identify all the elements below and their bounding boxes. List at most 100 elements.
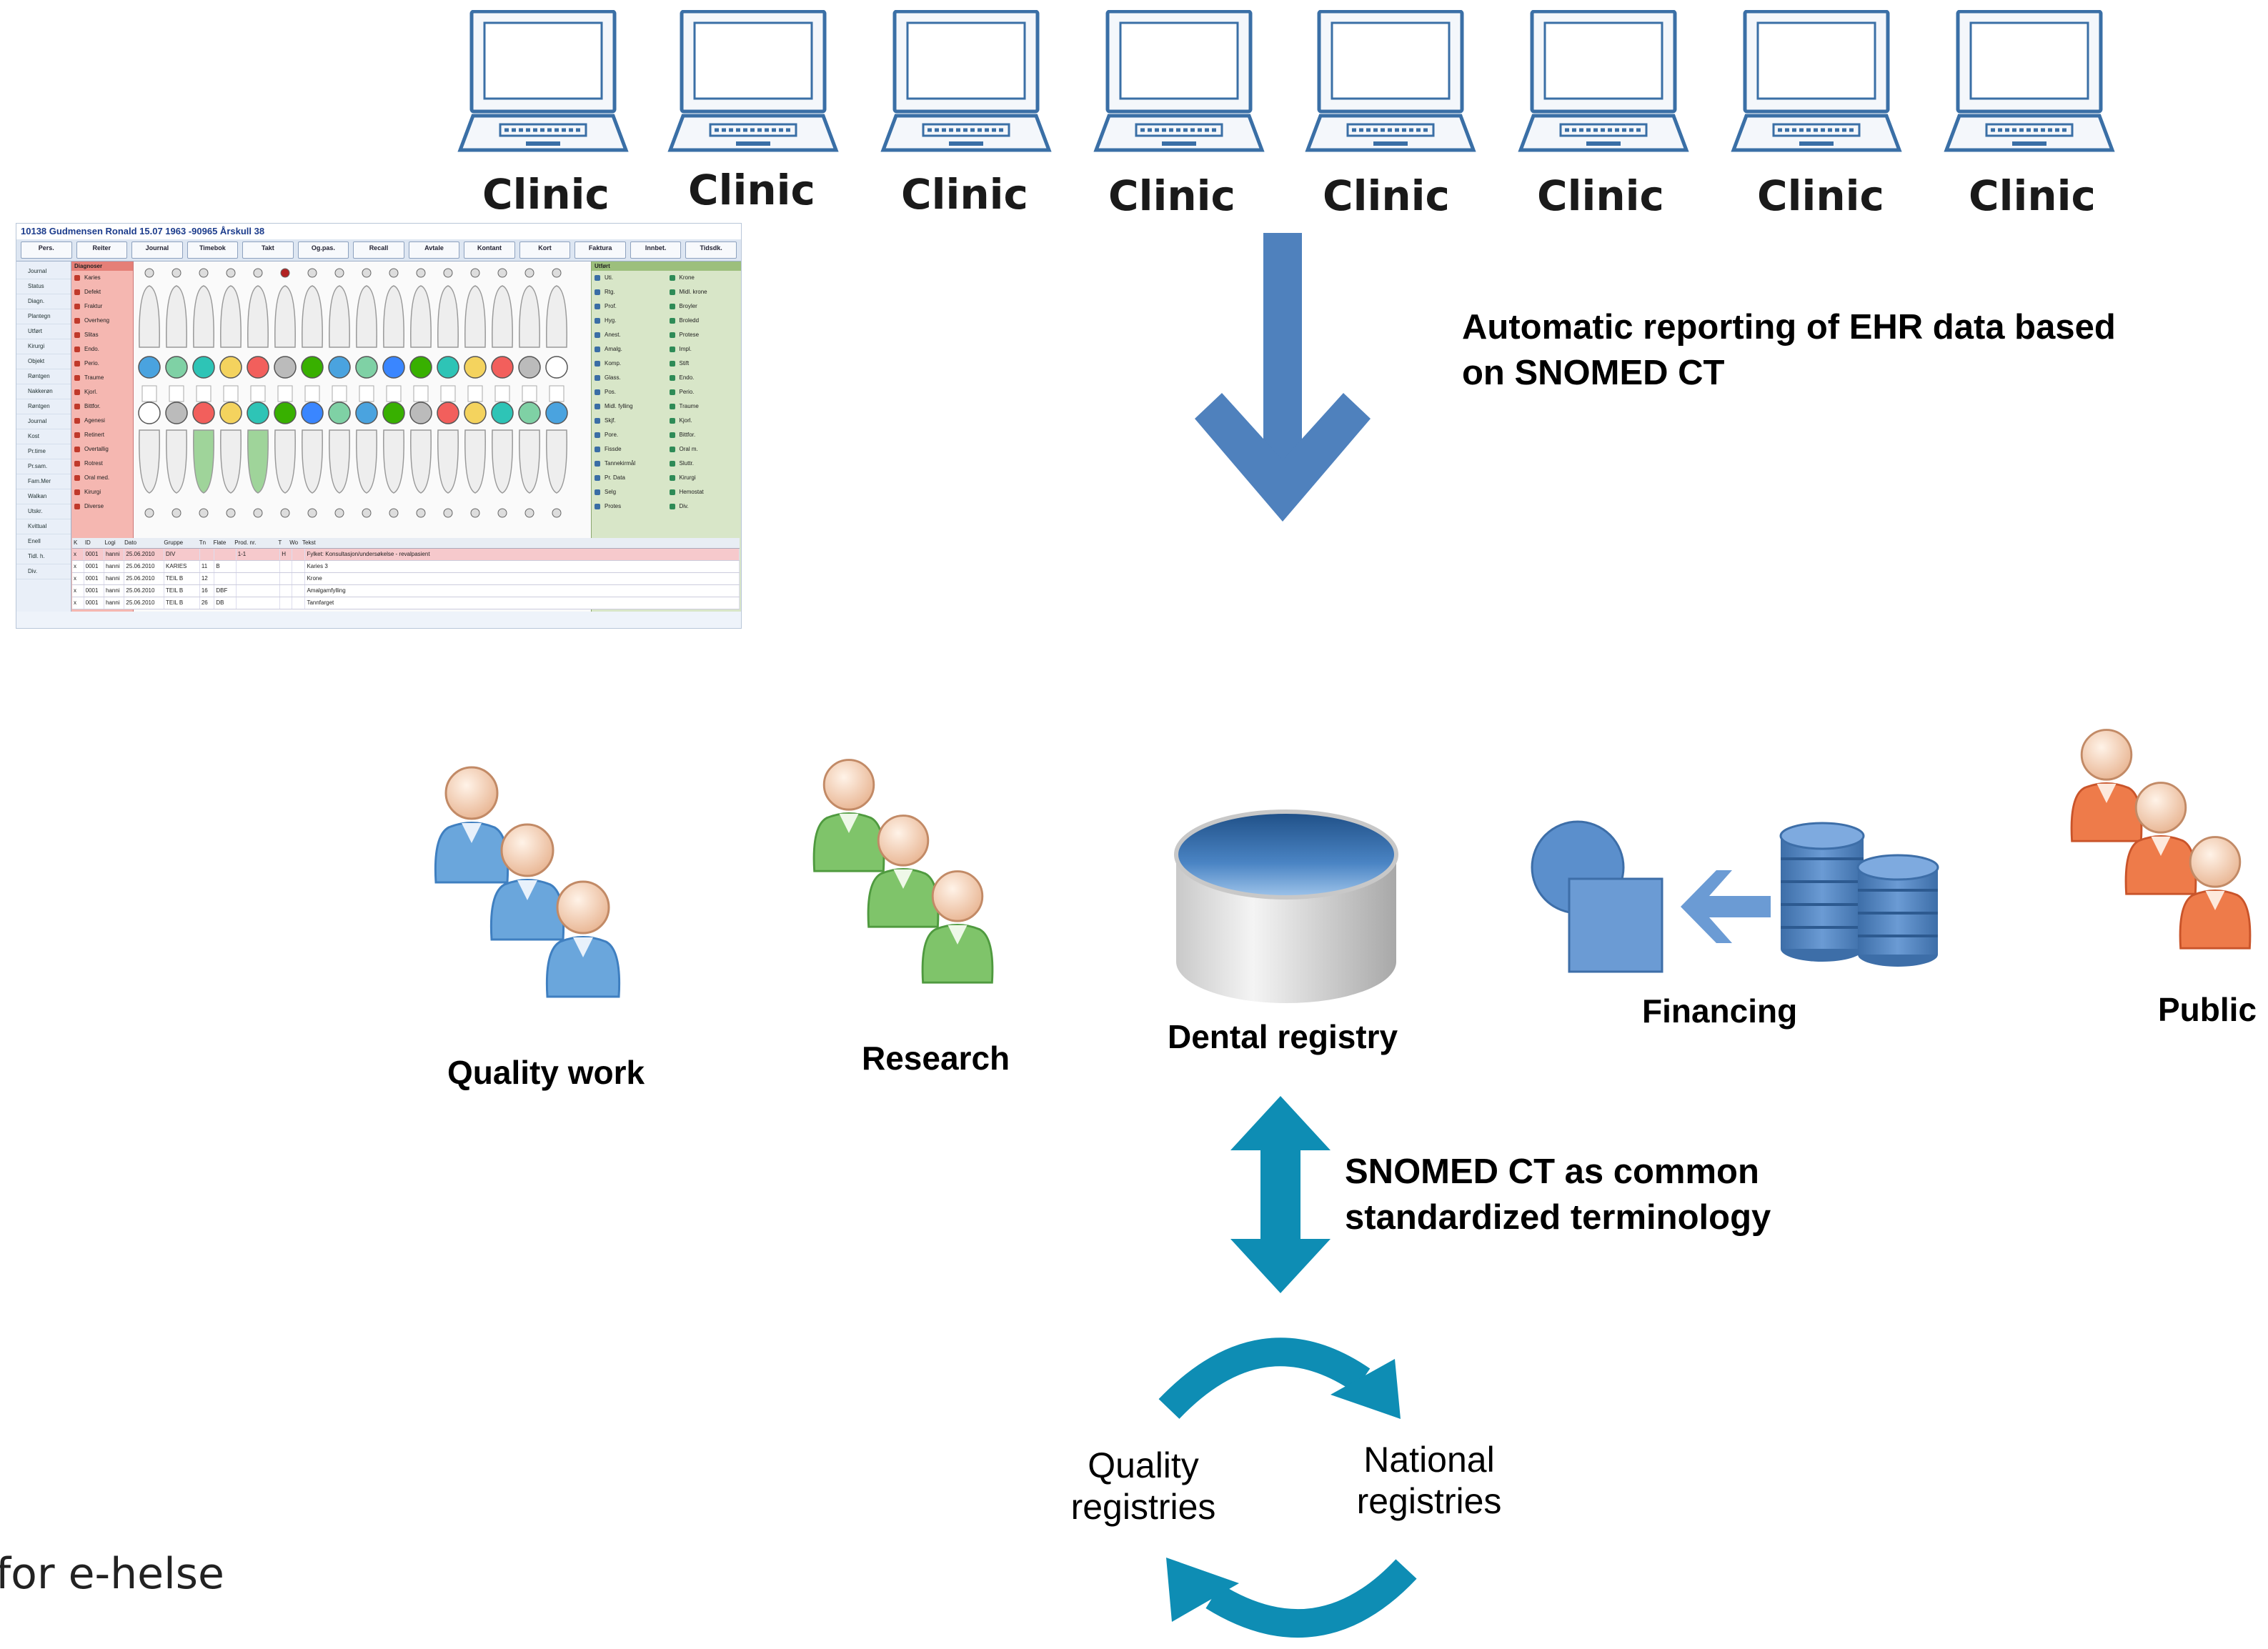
tooth-marker-icon — [497, 508, 507, 518]
ehr-toolbar-button: Kontant — [464, 241, 515, 259]
tooth-marker-icon — [144, 268, 154, 278]
ehr-table-cell: Krone — [305, 573, 740, 584]
ehr-list-item: Defekt — [71, 285, 133, 299]
ehr-list-item: Anest. — [592, 328, 667, 342]
list-bullet-icon — [595, 347, 600, 352]
list-bullet-icon — [669, 461, 675, 467]
list-bullet-icon — [74, 289, 80, 295]
tooth-surface-icon — [355, 402, 378, 424]
list-bullet-icon — [74, 375, 80, 381]
list-bullet-icon — [595, 361, 600, 367]
list-bullet-icon — [74, 504, 80, 509]
ehr-table-cell: Fylket: Konsultasjon/undersøkelse - reva… — [305, 549, 740, 560]
ehr-table-cell: 0001 — [84, 573, 105, 584]
ehr-table-header-cell: Flate — [213, 539, 227, 546]
ehr-sidebar-item: Kost — [16, 429, 71, 444]
tooth-marker-icon — [497, 268, 507, 278]
tooth-root-icon — [492, 285, 513, 348]
tooth-marker-icon — [524, 508, 534, 518]
tooth-root-icon — [329, 285, 350, 348]
list-bullet-icon — [669, 318, 675, 324]
ehr-list-item: Midl. krone — [667, 285, 742, 299]
ehr-list-item: Protes — [592, 499, 667, 514]
tooth-root-icon — [247, 429, 269, 494]
ehr-title-bar: 10138 Gudmensen Ronald 15.07 1963 -90965… — [16, 224, 741, 239]
ehr-list-item: Endo. — [667, 371, 742, 385]
tooth-root-icon — [193, 429, 214, 494]
tooth-surface-icon — [518, 356, 541, 379]
tooth-marker-icon — [470, 268, 480, 278]
ehr-list-item: Retinert — [71, 428, 133, 442]
ehr-table-header-cell: Gruppe — [164, 539, 184, 546]
ehr-list-item: Pore. — [592, 428, 667, 442]
reporting-note-line1: Automatic reporting of EHR data based — [1462, 308, 2116, 347]
ehr-sidebar-item: Pr.time — [16, 444, 71, 459]
tooth-number-box — [141, 385, 157, 402]
tooth-marker-icon — [307, 508, 317, 518]
ehr-table-cell: x — [72, 573, 84, 584]
tooth-root-icon — [247, 285, 269, 348]
list-bullet-icon — [669, 289, 675, 295]
ehr-list-item: Bittfor. — [667, 428, 742, 442]
tooth-root-icon — [274, 285, 296, 348]
tooth-surface-icon — [165, 402, 188, 424]
list-bullet-icon — [669, 404, 675, 409]
tooth-surface-icon — [382, 402, 405, 424]
ehr-sidebar-item: Objekt — [16, 354, 71, 369]
ehr-table-cell: DIV — [164, 549, 200, 560]
tooth-surface-icon — [328, 356, 351, 379]
list-bullet-icon — [595, 461, 600, 467]
clinic-label: Clinic — [482, 170, 610, 219]
ehr-diagnoses-header: Diagnoser — [71, 261, 133, 271]
list-bullet-icon — [74, 347, 80, 352]
ehr-list-item: Fissde — [592, 442, 667, 457]
ehr-list-item: Kirurgi — [71, 485, 133, 499]
ehr-table-cell — [280, 597, 292, 609]
ehr-sidebar-item: Utført — [16, 324, 71, 339]
tooth-number-box — [440, 385, 456, 402]
ehr-table-header-cell: Prod. nr. — [234, 539, 257, 546]
quality-registries-line2: registries — [1070, 1487, 1216, 1527]
laptop-icon — [1305, 10, 1476, 160]
tooth-surface-icon — [192, 356, 215, 379]
ehr-sidebar-item: Pr.sam. — [16, 459, 71, 474]
laptop-icon — [457, 10, 629, 160]
ehr-table-cell: 25.06.2010 — [124, 597, 165, 609]
ehr-list-item: Sluttr. — [667, 457, 742, 471]
ehr-table-cell: 0001 — [84, 585, 105, 597]
ehr-toolbar-button: Avtale — [408, 241, 460, 259]
ehr-toolbar-button: Kort — [519, 241, 571, 259]
ehr-table-header-cell: K — [74, 539, 78, 546]
tooth-number-box — [250, 385, 266, 402]
laptop-icon — [880, 10, 1052, 160]
tooth-surface-icon — [138, 356, 161, 379]
people-group-icon — [434, 766, 621, 998]
ehr-list-item: Pr. Data — [592, 471, 667, 485]
list-bullet-icon — [595, 304, 600, 309]
double-arrow-icon — [1230, 1096, 1331, 1293]
ehr-table-header-cell: Tekst — [302, 539, 316, 546]
ehr-table-cell: 16 — [200, 585, 215, 597]
tooth-number-box — [549, 385, 564, 402]
tooth-surface-icon — [219, 402, 242, 424]
tooth-marker-icon — [144, 508, 154, 518]
list-bullet-icon — [74, 418, 80, 424]
quality-registries-line1: Quality — [1088, 1445, 1199, 1485]
tooth-marker-icon — [171, 508, 181, 518]
ehr-table-cell: TEIL B — [164, 597, 200, 609]
laptop-icon — [1731, 10, 1902, 160]
list-bullet-icon — [74, 489, 80, 495]
list-bullet-icon — [74, 447, 80, 452]
ehr-table-header-cell: T — [278, 539, 282, 546]
ehr-table-header-cell: Logi — [104, 539, 116, 546]
tooth-root-icon — [166, 285, 187, 348]
ehr-performed-header: Utført — [592, 261, 741, 271]
ehr-table-cell: Amalgamfylling — [305, 585, 740, 597]
tooth-number-box — [332, 385, 347, 402]
tooth-surface-icon — [274, 402, 297, 424]
tooth-number-box — [169, 385, 184, 402]
coins-stack-icon — [1779, 822, 1939, 967]
ehr-list-item: Hemostat — [667, 485, 742, 499]
